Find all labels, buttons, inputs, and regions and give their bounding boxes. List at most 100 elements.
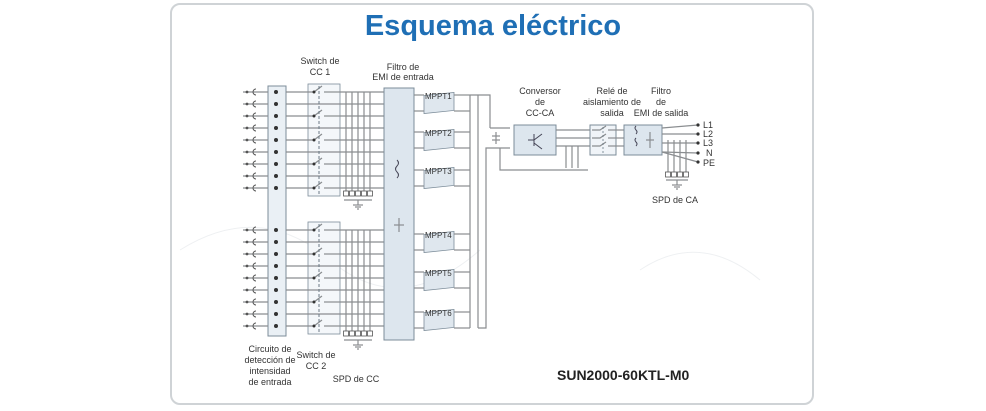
dc-switch-1-node bbox=[312, 114, 316, 118]
detection-label-line2: detección de bbox=[244, 355, 296, 365]
output-terminal bbox=[696, 151, 700, 155]
fuse-symbol bbox=[252, 124, 257, 132]
detection-label-line3: intensidad bbox=[249, 366, 291, 376]
fuse-symbol bbox=[252, 274, 257, 282]
detection-node bbox=[274, 174, 278, 178]
spd-dc-lower-device bbox=[367, 330, 373, 337]
detection-label-line1: Circuito de bbox=[248, 344, 292, 354]
mppt-label: MPPT6 bbox=[425, 309, 452, 318]
spd-ac-device bbox=[677, 171, 683, 178]
spd-dc-upper-device bbox=[361, 190, 367, 197]
input-terminal bbox=[245, 138, 249, 142]
dcac-label-line3: CC-CA bbox=[525, 108, 555, 118]
spd-dc-upper-device bbox=[349, 190, 355, 197]
input-terminal bbox=[245, 264, 249, 268]
mppt-box bbox=[423, 91, 455, 115]
dc-switch-2-node bbox=[312, 228, 316, 232]
emi-output-label-line1: Filtro bbox=[651, 86, 671, 96]
mppt-label: MPPT4 bbox=[425, 231, 452, 240]
igbt-symbol bbox=[528, 133, 543, 150]
detection-node bbox=[274, 138, 278, 142]
switch-dc1-label-line2: CC 1 bbox=[309, 67, 331, 77]
dc-switch-1-node bbox=[312, 138, 316, 142]
fuse-symbol bbox=[252, 226, 257, 234]
detection-node bbox=[274, 264, 278, 268]
spd-dc-upper-device bbox=[343, 190, 349, 197]
spd-ac-device bbox=[683, 171, 689, 178]
dc-switch-2-node bbox=[312, 324, 316, 328]
switch-dc1-label-line1: Switch de bbox=[300, 56, 340, 66]
input-terminal bbox=[245, 102, 249, 106]
model-label: SUN2000-60KTL-M0 bbox=[557, 367, 690, 383]
detection-label-line4: de entrada bbox=[248, 377, 292, 387]
detection-node bbox=[274, 186, 278, 190]
detection-node bbox=[274, 276, 278, 280]
spd-ac-device bbox=[665, 171, 671, 178]
detection-node bbox=[274, 102, 278, 106]
mppt-box bbox=[423, 268, 455, 292]
spd-dc-lower-device bbox=[355, 330, 361, 337]
output-l2-label: L2 bbox=[703, 129, 714, 139]
output-pe-label: PE bbox=[703, 158, 716, 168]
output-n-label: N bbox=[706, 148, 713, 158]
emi-input-label-line2: EMI de entrada bbox=[372, 72, 434, 82]
relay-label-line2: aislamiento de bbox=[582, 97, 642, 107]
switch-dc2-label-line1: Switch de bbox=[296, 350, 336, 360]
dcac-converter-block bbox=[513, 124, 557, 156]
emi-output-label-line3: EMI de salida bbox=[633, 108, 689, 118]
dc-switch-2-node bbox=[312, 300, 316, 304]
input-terminal bbox=[245, 150, 249, 154]
detection-node bbox=[274, 228, 278, 232]
input-terminal bbox=[245, 174, 249, 178]
mppt-box bbox=[423, 308, 455, 332]
dcac-label-line2: de bbox=[534, 97, 545, 107]
input-terminal bbox=[245, 300, 249, 304]
spd-ac-device bbox=[671, 171, 677, 178]
dc-switch-1-node bbox=[312, 162, 316, 166]
switch-dc2-label-line2: CC 2 bbox=[305, 361, 327, 371]
detection-node bbox=[274, 324, 278, 328]
mppt-label: MPPT3 bbox=[425, 167, 452, 176]
fuse-symbol bbox=[252, 148, 257, 156]
detection-node bbox=[274, 162, 278, 166]
detection-node bbox=[274, 150, 278, 154]
emi-input-filter-block bbox=[383, 87, 415, 341]
detection-node bbox=[274, 312, 278, 316]
spd-ac-label: SPD de CA bbox=[651, 195, 699, 205]
fuse-symbol bbox=[252, 262, 257, 270]
inductor-symbol bbox=[634, 125, 638, 147]
input-terminal bbox=[245, 186, 249, 190]
fuse-symbol bbox=[252, 100, 257, 108]
spd-dc-lower-device bbox=[343, 330, 349, 337]
spd-dc-upper-device bbox=[355, 190, 361, 197]
detection-node bbox=[274, 114, 278, 118]
fuse-symbol bbox=[252, 172, 257, 180]
input-terminal bbox=[245, 228, 249, 232]
dcac-label-line1: Conversor bbox=[519, 86, 561, 96]
fuse-symbol bbox=[252, 112, 257, 120]
fuse-symbol bbox=[252, 286, 257, 294]
output-l3-label: L3 bbox=[703, 138, 714, 148]
fuse-symbol bbox=[252, 160, 257, 168]
fuse-symbol bbox=[252, 88, 257, 96]
dc-switch-1-node bbox=[312, 186, 316, 190]
detection-node bbox=[274, 240, 278, 244]
dc-switch-2-node bbox=[312, 276, 316, 280]
emi-output-label-line2: de bbox=[655, 97, 666, 107]
mppt-label: MPPT2 bbox=[425, 129, 452, 138]
input-terminal bbox=[245, 276, 249, 280]
fuse-symbol bbox=[252, 250, 257, 258]
output-terminal bbox=[696, 160, 700, 164]
output-terminal bbox=[696, 132, 700, 136]
detection-node bbox=[274, 288, 278, 292]
ac-output-wire bbox=[661, 124, 699, 129]
emi-output-filter-block bbox=[623, 124, 663, 156]
spd-dc-lower-device bbox=[349, 330, 355, 337]
watermark-curve bbox=[639, 251, 761, 281]
dc-bus bbox=[478, 147, 490, 329]
mppt-box bbox=[423, 166, 455, 190]
inductor-symbol bbox=[395, 159, 399, 179]
fuse-symbol bbox=[252, 322, 257, 330]
dc-switch-1-node bbox=[312, 90, 316, 94]
